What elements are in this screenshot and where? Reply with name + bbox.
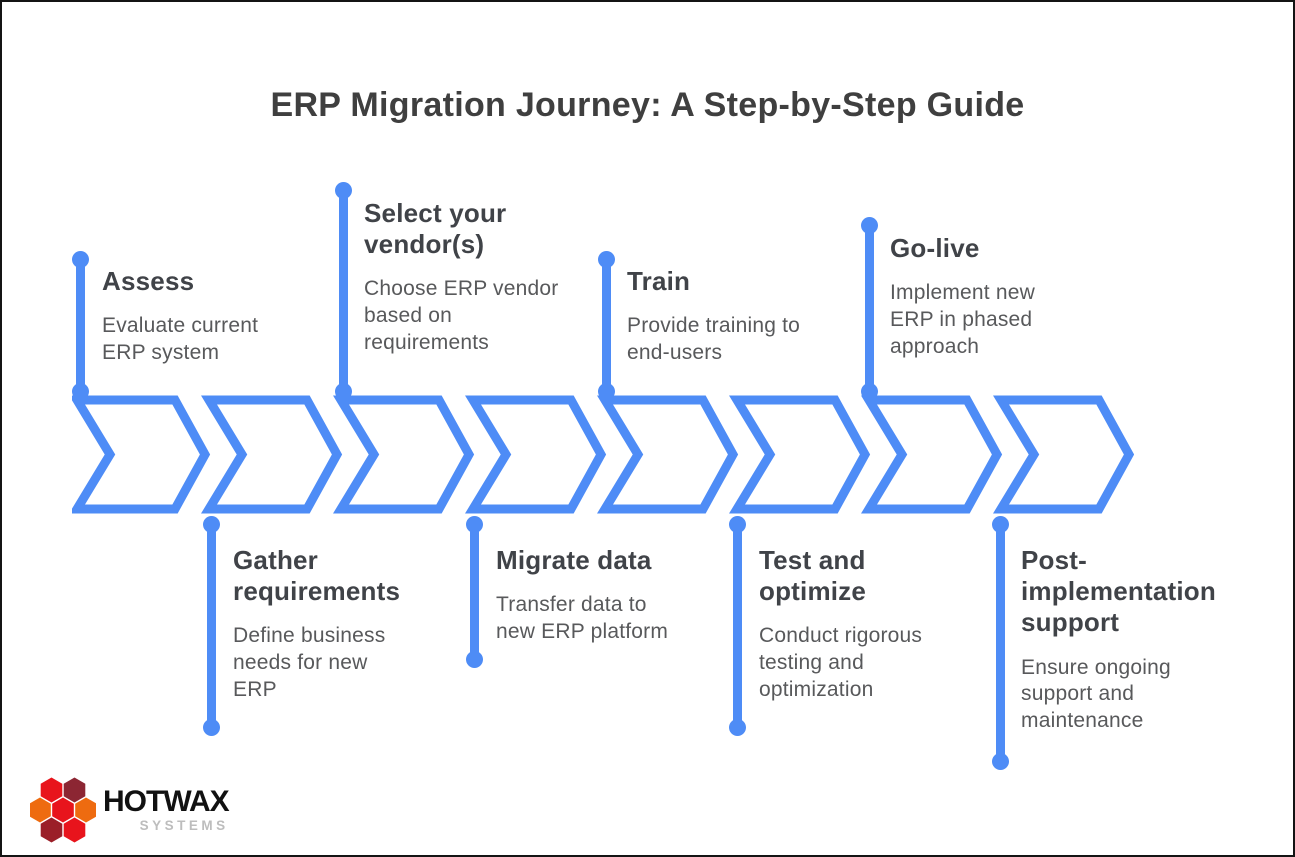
hexagon	[30, 797, 51, 823]
hexagon	[75, 797, 96, 823]
hotwax-hexagon-icon	[30, 777, 96, 843]
step-title: Test and optimize	[759, 545, 867, 607]
timeline-connector	[465, 515, 483, 668]
step-title: Gather requirements	[233, 545, 401, 607]
page-title: ERP Migration Journey: A Step-by-Step Gu…	[270, 86, 1025, 124]
timeline-connector	[728, 515, 746, 736]
step-description: Provide training to end-users	[627, 314, 801, 365]
timeline-connector	[597, 250, 615, 400]
chevron-arrow	[597, 395, 739, 514]
step-description: Choose ERP vendor based on requirements	[364, 277, 559, 355]
step-title: Train	[627, 266, 691, 296]
hexagon	[40, 817, 63, 843]
step-title: Assess	[102, 266, 195, 296]
timeline-connector	[202, 515, 220, 736]
chevron-arrow	[465, 395, 607, 514]
timeline-connector	[860, 216, 878, 400]
step-title: Go-live	[890, 233, 980, 263]
step-description: Define business needs for new ERP	[233, 624, 386, 702]
chevron-arrow	[729, 395, 871, 514]
hexagon	[52, 797, 74, 823]
hexagon	[63, 817, 86, 843]
hotwax-logo: HOTWAX SYSTEMS	[30, 777, 230, 843]
chevron-arrow	[72, 395, 211, 514]
step-description: Evaluate current ERP system	[102, 314, 259, 365]
step-title: Post- implementation support	[1021, 545, 1216, 638]
hexagon	[63, 777, 86, 803]
step-description: Transfer data to new ERP platform	[496, 593, 669, 644]
chevron-timeline	[72, 395, 1134, 514]
timeline-connector	[991, 515, 1009, 770]
step-title: Migrate data	[496, 545, 652, 575]
logo-subtitle: SYSTEMS	[139, 818, 229, 834]
timeline-connector	[71, 250, 89, 400]
chevron-arrow	[861, 395, 1003, 514]
hexagon	[40, 777, 63, 803]
timeline-connector	[334, 181, 352, 400]
chevron-arrow	[993, 395, 1134, 514]
chevron-arrow	[333, 395, 475, 514]
step-title: Select your vendor(s)	[364, 198, 507, 260]
step-description: Conduct rigorous testing and optimizatio…	[759, 624, 923, 702]
step-description: Ensure ongoing support and maintenance	[1021, 655, 1171, 733]
logo-name: HOTWAX	[103, 785, 230, 819]
chevron-arrow	[201, 395, 343, 514]
step-description: Implement new ERP in phased approach	[890, 281, 1035, 358]
